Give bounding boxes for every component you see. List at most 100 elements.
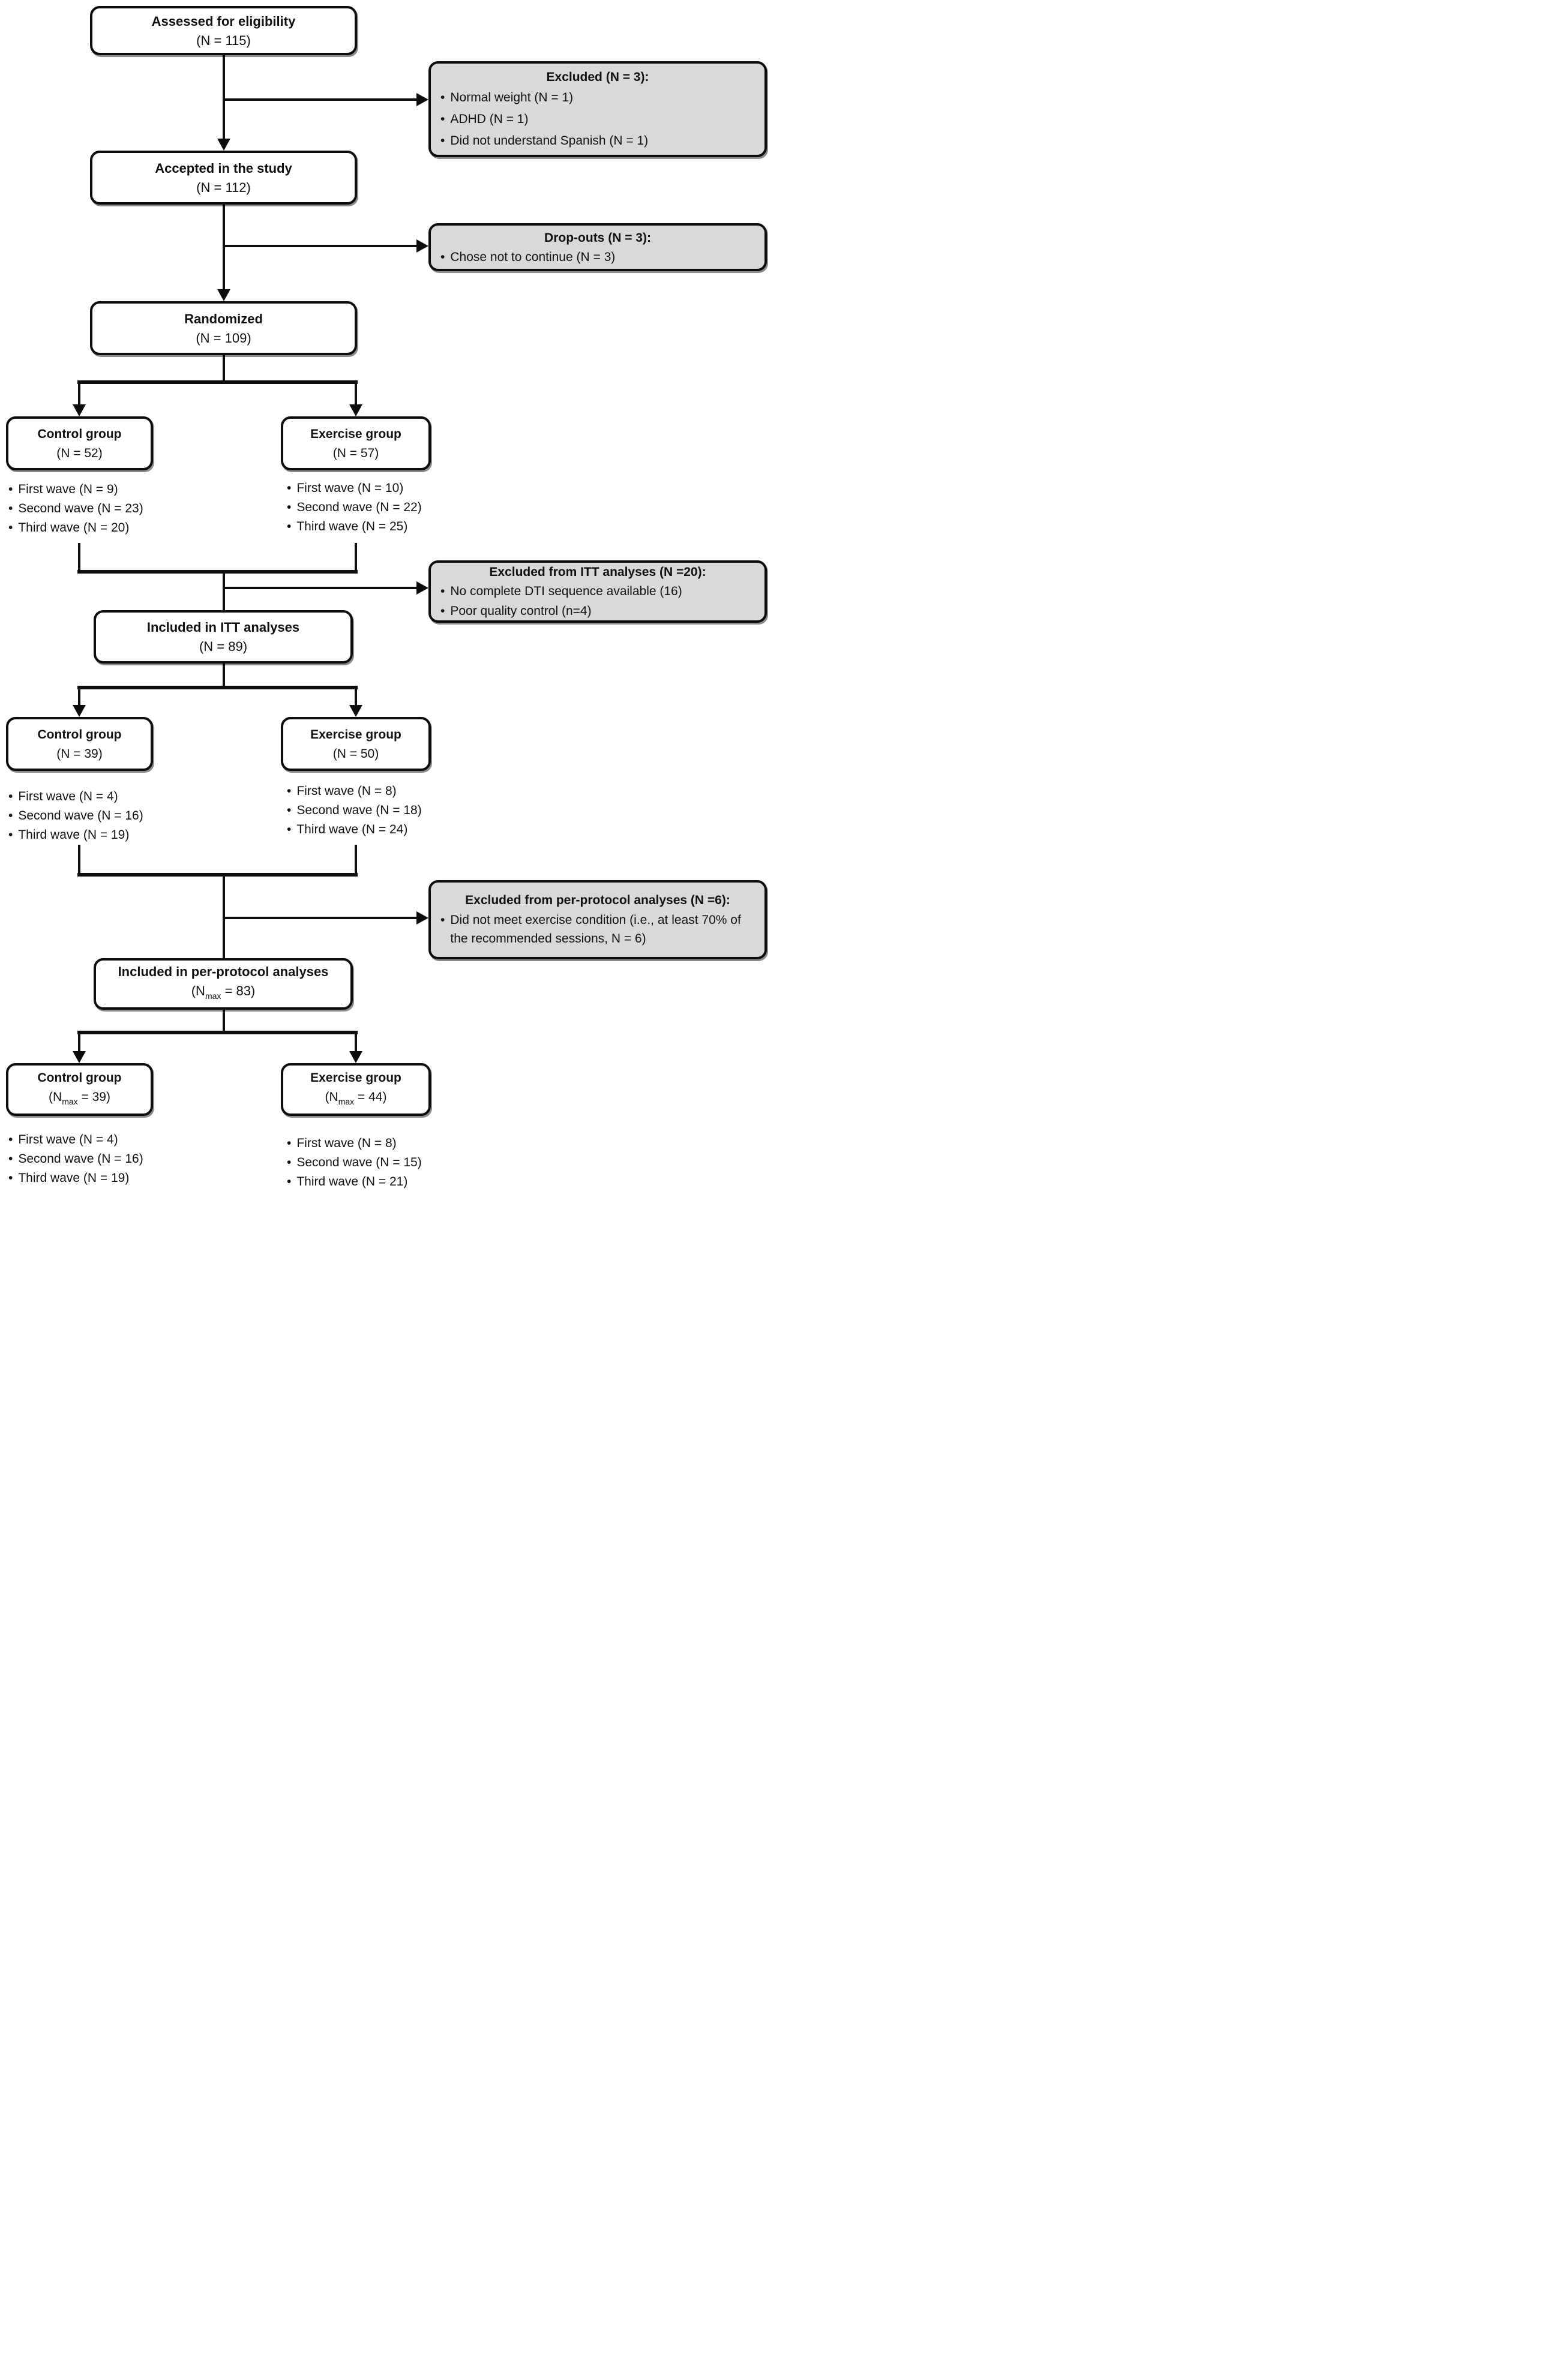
box-exercise-pp-title: Exercise group	[310, 1070, 401, 1085]
bullet-icon: •	[287, 784, 292, 798]
box-accepted-title: Accepted in the study	[155, 160, 292, 176]
n-sub: max	[338, 1096, 355, 1106]
wave-item-text: First wave (N = 4)	[18, 790, 118, 803]
arrowhead-down-accepted-icon	[217, 139, 230, 151]
box-randomized-n: (N = 109)	[196, 330, 251, 346]
wave-item: • Second wave (N = 16)	[8, 1150, 143, 1169]
wave-list-control-pp: •First wave (N = 4) • Second wave (N = 16…	[8, 1130, 143, 1188]
arrowhead-down-randomized-icon	[217, 289, 230, 301]
box-accepted-n: (N = 112)	[196, 179, 251, 195]
wave-item: • First wave (N = 9)	[8, 480, 143, 499]
line-split2-right	[355, 689, 357, 706]
box-exercise-pp-n: (Nmax = 44)	[325, 1089, 387, 1110]
wave-list-exercise-itt: • First wave (N = 8) •Second wave (N = 18…	[287, 782, 422, 839]
box-exercise-itt-title: Exercise group	[310, 727, 401, 742]
dropouts-item: • Chose not to continue (N = 3)	[440, 248, 755, 266]
n-post: = 39)	[77, 1090, 110, 1104]
wave-item: •Third wave (N = 19)	[8, 1169, 143, 1188]
arrowhead-right-excluded-eligibility-icon	[416, 93, 428, 106]
line-merge1-right	[355, 543, 357, 571]
arrowhead-down-control3-icon	[73, 1051, 86, 1063]
bullet-icon: •	[440, 90, 445, 104]
wave-item: •First wave (N = 4)	[8, 1130, 143, 1150]
line-split3-right	[355, 1034, 357, 1052]
box-excluded-eligibility: Excluded (N = 3): • Normal weight (N = 1…	[428, 61, 767, 157]
line-accepted-to-randomized	[223, 205, 225, 290]
box-control-itt-title: Control group	[37, 727, 122, 742]
wave-item: •First wave (N = 10)	[287, 479, 422, 498]
excluded-itt-item-text: No complete DTI sequence available (16)	[450, 584, 682, 598]
dropouts-item-text: Chose not to continue (N = 3)	[450, 250, 616, 264]
box-excluded-pp: Excluded from per-protocol analyses (N =…	[428, 880, 767, 959]
bullet-icon: •	[287, 520, 292, 533]
wave-item: •Second wave (N = 23)	[8, 499, 143, 518]
wave-item-text: Second wave (N = 18)	[296, 803, 422, 817]
excluded-eligibility-item-text: ADHD (N = 1)	[450, 112, 529, 126]
bullet-icon: •	[287, 1156, 292, 1169]
wave-item-text: Second wave (N = 23)	[18, 502, 143, 515]
box-dropouts: Drop-outs (N = 3): • Chose not to contin…	[428, 223, 767, 271]
wave-item: •Third wave (N = 19)	[8, 826, 143, 845]
box-pp-n: (Nmax = 83)	[191, 983, 256, 1004]
box-exercise-randomized: Exercise group (N = 57)	[281, 416, 431, 470]
box-randomized-title: Randomized	[184, 311, 263, 326]
merge-bar-pp	[77, 873, 358, 877]
wave-item-text: First wave (N = 8)	[296, 784, 397, 798]
wave-item-text: Third wave (N = 21)	[296, 1175, 408, 1189]
box-excluded-itt-title: Excluded from ITT analyses (N =20):	[489, 565, 706, 579]
n-pre: (N	[49, 1090, 62, 1104]
box-itt-title: Included in ITT analyses	[146, 620, 300, 635]
box-control-pp-title: Control group	[37, 1070, 122, 1085]
wave-item: •Third wave (N = 24)	[287, 820, 422, 839]
box-dropouts-title: Drop-outs (N = 3):	[544, 230, 651, 245]
line-split1-left	[78, 384, 80, 406]
n-pre: (N	[191, 983, 205, 998]
arrowhead-right-excluded-pp-icon	[416, 911, 428, 925]
line-branch-excluded-itt	[223, 587, 419, 589]
box-assessed-n: (N = 115)	[196, 32, 251, 48]
bullet-icon: •	[8, 790, 13, 803]
bullet-icon: •	[8, 521, 13, 535]
box-control-randomized-title: Control group	[37, 427, 122, 441]
excluded-eligibility-item: • ADHD (N = 1)	[440, 109, 755, 129]
arrowhead-down-exercise1-icon	[349, 404, 362, 416]
arrowhead-right-excluded-itt-icon	[416, 581, 428, 595]
excluded-itt-item: • No complete DTI sequence available (16…	[440, 583, 755, 601]
split-bar-itt	[77, 686, 358, 689]
excluded-eligibility-item: • Did not understand Spanish (N = 1)	[440, 131, 755, 151]
bullet-icon: •	[8, 1152, 13, 1166]
wave-item-text: Second wave (N = 16)	[18, 1152, 143, 1166]
box-assessed-title: Assessed for eligibility	[151, 13, 296, 29]
box-control-itt-n: (N = 39)	[56, 746, 103, 761]
line-branch-excluded-eligibility	[223, 98, 419, 101]
excluded-eligibility-item: • Normal weight (N = 1)	[440, 88, 755, 107]
box-itt: Included in ITT analyses (N = 89)	[94, 610, 353, 664]
line-merge1-left	[78, 543, 80, 571]
box-pp: Included in per-protocol analyses (Nmax …	[94, 958, 353, 1010]
line-branch-dropouts	[223, 245, 419, 247]
bullet-icon: •	[440, 112, 445, 126]
wave-item: • First wave (N = 8)	[287, 782, 422, 801]
bullet-icon: •	[8, 482, 13, 496]
excluded-eligibility-item-text: Normal weight (N = 1)	[450, 90, 574, 104]
box-control-itt: Control group (N = 39)	[6, 717, 153, 771]
wave-item-text: First wave (N = 8)	[296, 1136, 397, 1150]
box-pp-title: Included in per-protocol analyses	[118, 964, 329, 979]
bullet-icon: •	[8, 809, 13, 823]
line-itt-to-split	[223, 664, 225, 688]
bullet-icon: •	[287, 481, 292, 495]
wave-item-text: First wave (N = 9)	[18, 482, 118, 496]
wave-item: •Second wave (N = 18)	[287, 801, 422, 820]
box-excluded-itt: Excluded from ITT analyses (N =20): • No…	[428, 560, 767, 623]
split-bar-randomized	[77, 380, 358, 384]
bullet-icon: •	[8, 828, 13, 842]
line-branch-excluded-pp	[223, 917, 419, 919]
box-exercise-itt-n: (N = 50)	[332, 746, 379, 761]
wave-list-control-randomized: •First wave (N = 9) •Second wave (N = 23…	[8, 480, 143, 538]
wave-item: • First wave (N = 4)	[8, 787, 143, 806]
wave-list-exercise-randomized: •First wave (N = 10) •Second wave (N = 2…	[287, 479, 422, 536]
box-randomized: Randomized (N = 109)	[90, 301, 357, 355]
line-split1-right	[355, 384, 357, 406]
box-accepted: Accepted in the study (N = 112)	[90, 151, 357, 205]
consort-flow-diagram: Assessed for eligibility (N = 115) Exclu…	[0, 0, 774, 1193]
